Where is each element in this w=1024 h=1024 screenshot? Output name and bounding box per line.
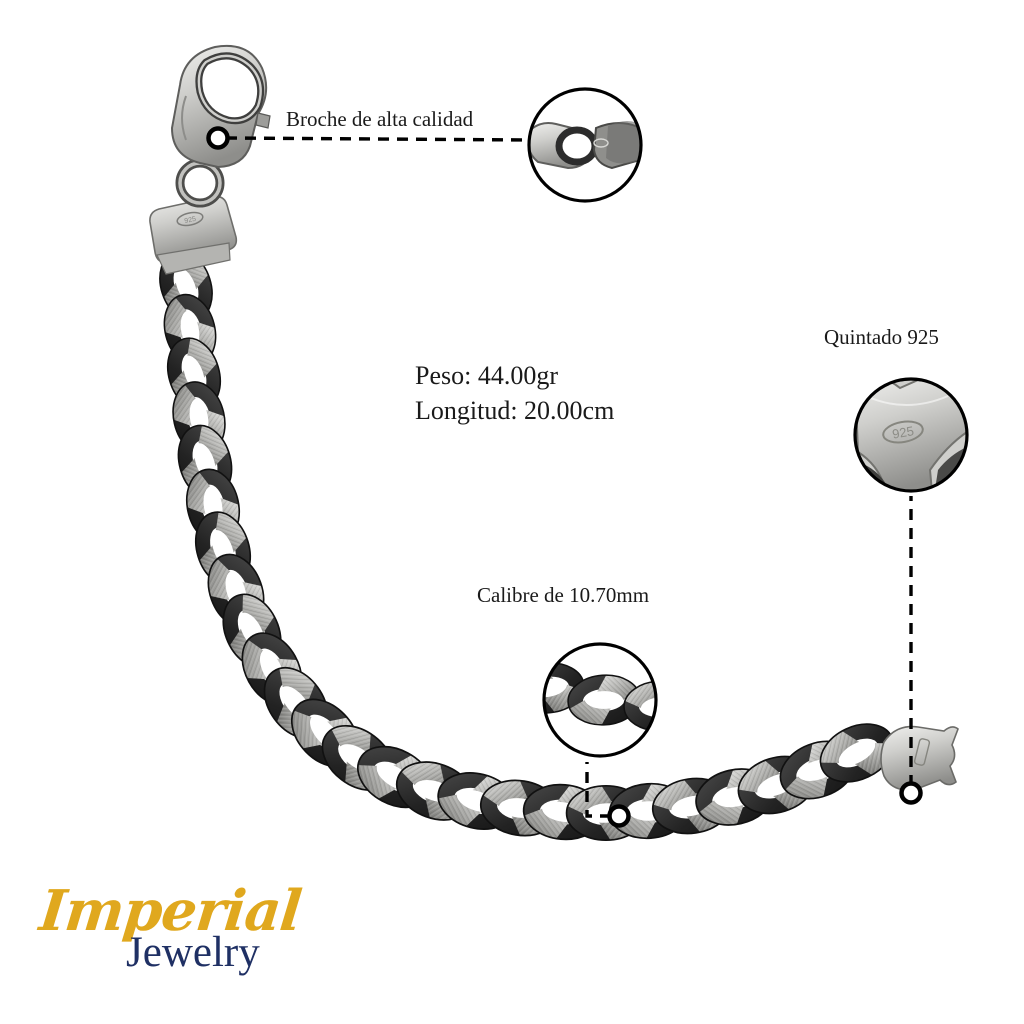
spec-weight: Peso: 44.00gr	[415, 361, 558, 390]
chain-body	[150, 243, 904, 844]
magnifier-gauge	[542, 642, 658, 758]
callout-anchors	[206, 126, 923, 828]
anchor-plating	[899, 781, 923, 805]
callout-leaders	[225, 136, 913, 818]
leader-clasp	[225, 136, 529, 142]
anchor-gauge	[607, 804, 631, 828]
end-tag-top: 925	[149, 195, 238, 275]
leader-gauge	[585, 762, 611, 818]
callout-label-clasp: Broche de alta calidad	[286, 107, 474, 131]
spec-length: Longitud: 20.00cm	[415, 396, 615, 426]
svg-text:925: 925	[184, 216, 197, 225]
lobster-clasp	[170, 45, 271, 169]
jump-ring	[175, 158, 225, 208]
callout-label-plating: Quintado 925	[824, 325, 939, 349]
brand-logo: Imperial Jewelry	[37, 878, 305, 978]
magnifier-clasp	[527, 87, 643, 203]
svg-text:925: 925	[891, 423, 915, 442]
anchor-clasp	[206, 126, 230, 150]
product-specifications: Peso: 44.00gr Longitud: 20.00cm	[415, 358, 614, 428]
magnifier-plating: 925	[853, 377, 969, 493]
callout-label-gauge: Calibre de 10.70mm	[477, 583, 650, 607]
end-tag-bottom	[880, 725, 959, 792]
brand-logo-jewelry: Jewelry	[126, 929, 260, 976]
